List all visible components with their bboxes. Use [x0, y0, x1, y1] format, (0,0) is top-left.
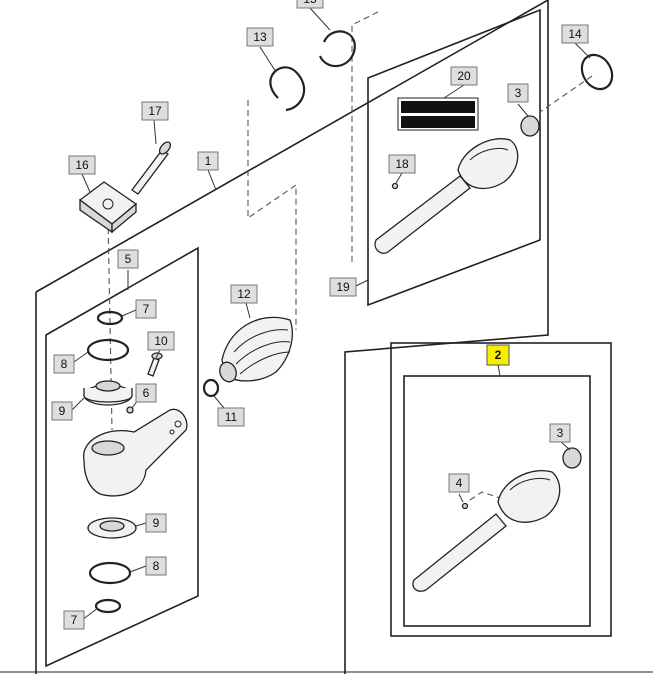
bearing-9-bottom: [87, 517, 137, 539]
inner-tie-rod-19: [374, 115, 540, 254]
svg-text:8: 8: [61, 357, 68, 371]
kit-frame-2: [390, 342, 612, 637]
callout-6: 6: [135, 383, 157, 403]
svg-text:5: 5: [125, 252, 132, 266]
grease-fitting-10: [147, 352, 163, 377]
pin-4: [461, 502, 469, 510]
callout-7-top: 7: [135, 299, 157, 319]
o-ring-14: [580, 53, 614, 91]
dashed-link-4: [469, 491, 501, 501]
callout-3-top: 3: [507, 83, 529, 103]
callout-14: 14: [561, 24, 589, 44]
decal-20: [397, 97, 479, 131]
leader-lines: [71, 7, 591, 621]
tie-rod-end-housing: [83, 408, 188, 497]
callout-8-bottom: 8: [145, 556, 167, 576]
snap-ring-15: [318, 30, 356, 68]
dashed-link-16-5: [107, 217, 113, 431]
svg-text:20: 20: [457, 69, 471, 83]
subassembly-frame-19: [367, 8, 541, 307]
ring-7-bottom: [94, 598, 122, 614]
lock-nut-3-top: [520, 115, 540, 137]
dashed-link-15-19: [351, 11, 379, 265]
callout-8-top: 8: [53, 354, 75, 374]
bearing-9-top: [83, 380, 133, 406]
callout-3-kit: 3: [549, 423, 571, 443]
bolt-17: [131, 141, 172, 195]
dashed-link-14-3: [539, 75, 593, 113]
svg-text:7: 7: [143, 302, 150, 316]
subassembly-frame-5: [45, 246, 199, 668]
callout-20: 20: [450, 66, 478, 86]
lock-nut-3-kit: [562, 447, 582, 469]
svg-text:11: 11: [225, 410, 238, 424]
callout-16: 16: [68, 155, 96, 175]
o-ring-11: [202, 378, 220, 398]
callout-10: 10: [147, 331, 175, 351]
o-ring-8-bottom: [88, 561, 132, 585]
o-ring-8-top: [86, 338, 130, 362]
svg-text:1: 1: [205, 154, 212, 168]
svg-text:12: 12: [237, 287, 251, 301]
boot-12: [219, 316, 293, 383]
ring-7-top: [96, 310, 124, 326]
kit-inner-frame: [403, 375, 591, 627]
svg-text:4: 4: [456, 476, 463, 490]
callout-7-bottom: 7: [63, 610, 85, 630]
callout-5: 5: [117, 249, 139, 269]
pin-18: [391, 182, 399, 190]
svg-text:3: 3: [515, 86, 522, 100]
callout-2: 2: [486, 344, 510, 366]
snap-ring-13: [269, 66, 306, 112]
svg-text:9: 9: [153, 516, 160, 530]
callout-12: 12: [230, 284, 258, 304]
svg-text:8: 8: [153, 559, 160, 573]
svg-text:10: 10: [154, 334, 168, 348]
callout-11: 11: [217, 407, 245, 427]
callout-13: 13: [246, 27, 274, 47]
callout-4: 4: [448, 473, 470, 493]
svg-text:13: 13: [253, 30, 267, 44]
callout-15: 15: [296, 0, 324, 9]
svg-text:3: 3: [557, 426, 564, 440]
svg-text:18: 18: [395, 157, 409, 171]
svg-text:19: 19: [336, 280, 350, 294]
callout-19: 19: [329, 277, 357, 297]
svg-text:17: 17: [148, 104, 162, 118]
svg-text:2: 2: [495, 348, 502, 362]
callout-9-bottom: 9: [145, 513, 167, 533]
callout-17: 17: [141, 101, 169, 121]
inner-tie-rod-kit-2: [412, 447, 582, 592]
svg-text:16: 16: [75, 158, 89, 172]
callout-1: 1: [197, 151, 219, 171]
callout-18: 18: [388, 154, 416, 174]
svg-text:7: 7: [71, 613, 78, 627]
svg-text:15: 15: [303, 0, 317, 6]
clamp-16: [78, 181, 138, 234]
assembly-frame-1: [35, 0, 549, 674]
pin-6: [126, 406, 134, 414]
svg-text:14: 14: [568, 27, 582, 41]
svg-text:6: 6: [143, 386, 150, 400]
callout-9-top: 9: [51, 401, 73, 421]
svg-text:9: 9: [59, 404, 66, 418]
